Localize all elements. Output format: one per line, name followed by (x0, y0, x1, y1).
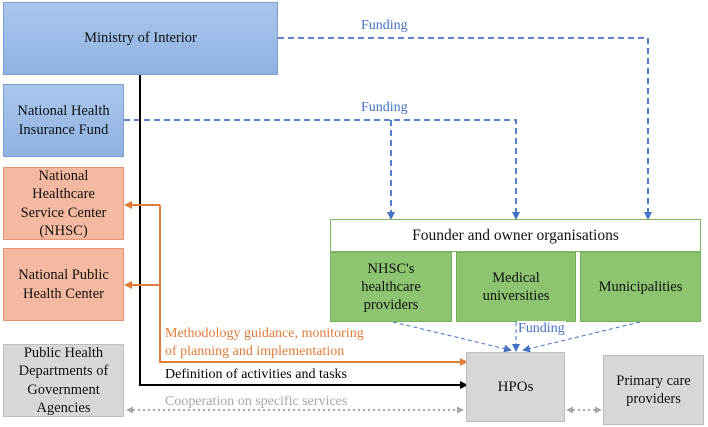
nhsc-box: National Healthcare Service Center (NHSC… (3, 167, 124, 240)
nhsc-providers-to-hpos (392, 321, 512, 353)
funding-label-bottom: Funding (517, 321, 566, 337)
funding-ministry-line (278, 37, 652, 220)
methodology-label-line1: Methodology guidance, monitoring (165, 326, 364, 341)
funding-label-top: Funding (361, 18, 408, 33)
funding-nhif-line (124, 119, 520, 220)
nphc-box: National Public Health Center (3, 248, 124, 321)
nhif-box: National Health Insurance Fund (3, 84, 124, 157)
methodology-label-line2: of planning and implementation (165, 344, 345, 359)
founder-owner-box: Founder and owner organisations (330, 219, 701, 252)
definition-line (139, 75, 468, 389)
municipalities-box: Municipalities (580, 252, 701, 322)
nhsc-providers-box: NHSC's healthcare providers (330, 252, 452, 322)
municipalities-to-hpos (522, 321, 641, 353)
funding-label-mid: Funding (361, 100, 408, 115)
methodology-line (159, 205, 468, 366)
primary-care-providers-box: Primary care providers (603, 355, 704, 425)
definition-label: Definition of activities and tasks (165, 367, 347, 382)
cooperation-label: Cooperation on specific services (165, 394, 348, 409)
public-health-departments-box: Public Health Departments of Government … (3, 344, 124, 417)
ministry-of-interior-box: Ministry of Interior (3, 2, 278, 75)
medical-universities-box: Medical universities (456, 252, 576, 322)
hpos-box: HPOs (466, 352, 565, 422)
